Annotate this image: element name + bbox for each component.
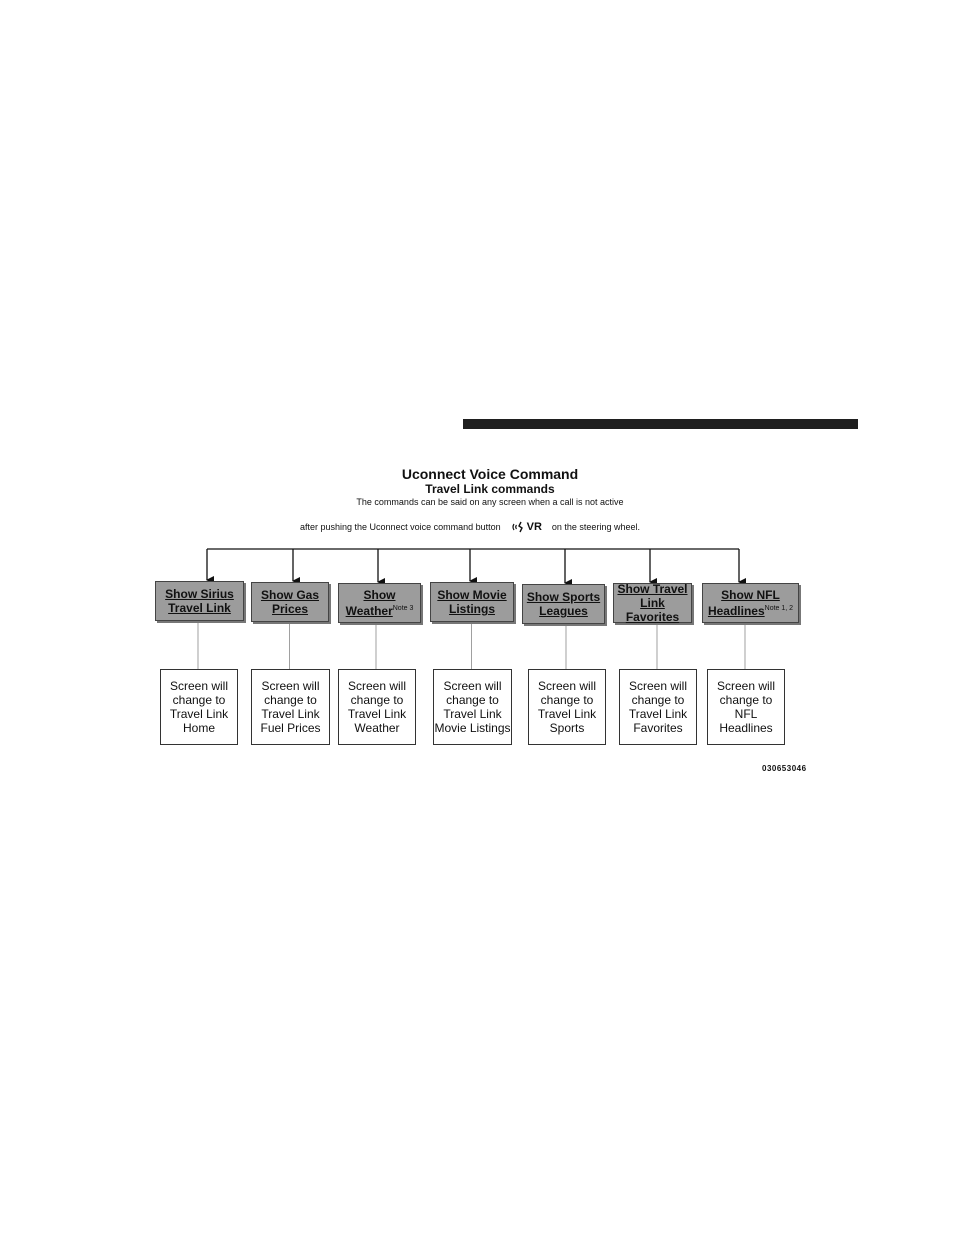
result-box: Screen will change to Travel Link Movie … [433,669,512,745]
command-label: Show Sirius Travel Link [165,587,234,615]
command-box: Show Movie Listings [430,582,514,622]
command-box: Show WeatherNote 3 [338,583,421,623]
result-text: Screen will change to Travel Link Sports [537,679,597,735]
result-box: Screen will change to Travel Link Home [160,669,238,745]
command-label: Show Movie Listings [437,588,507,616]
command-label: Show Gas Prices [260,588,319,616]
instruction-line-2: after pushing the Uconnect voice command… [300,520,700,534]
command-label: Show NFL Headlines [707,588,780,618]
result-text: Screen will change to Travel Link Movie … [434,679,511,735]
result-text: Screen will change to Travel Link Fuel P… [260,679,321,735]
result-box: Screen will change to Travel Link Favori… [619,669,697,745]
instruction-line-1: The commands can be said on any screen w… [356,497,624,507]
result-box: Screen will change to Travel Link Weathe… [338,669,416,745]
command-note: Note 1, 2 [764,605,794,612]
command-box: Show Sports Leagues [522,584,605,624]
result-text: Screen will change to Travel Link Weathe… [347,679,407,735]
vr-icon-label: VR [526,521,542,533]
figure-code: 030653046 [762,764,807,773]
instruction-line-2-after: on the steering wheel. [551,522,640,532]
command-label: Show Travel Link Favorites [617,582,688,624]
command-box: Show Gas Prices [251,582,329,622]
result-text: Screen will change to Travel Link Favori… [628,679,688,735]
instruction-line-2-before: after pushing the Uconnect voice command… [300,522,501,532]
voice-command-button-icon: VR [511,520,542,534]
diagram-title: Uconnect Voice Command [401,466,579,482]
command-label: Show Sports Leagues [526,590,601,618]
result-text: Screen will change to NFL Headlines [716,679,776,735]
command-note: Note 3 [392,605,414,612]
result-box: Screen will change to NFL Headlines [707,669,785,745]
command-label: Show Weather [345,588,396,618]
result-box: Screen will change to Travel Link Fuel P… [251,669,330,745]
command-box: Show NFL HeadlinesNote 1, 2 [702,583,799,623]
section-header-rule [463,419,858,429]
command-box: Show Sirius Travel Link [155,581,244,621]
command-box: Show Travel Link Favorites [613,582,692,624]
diagram-subtitle: Travel Link commands [425,482,555,496]
result-text: Screen will change to Travel Link Home [169,679,229,735]
result-box: Screen will change to Travel Link Sports [528,669,606,745]
